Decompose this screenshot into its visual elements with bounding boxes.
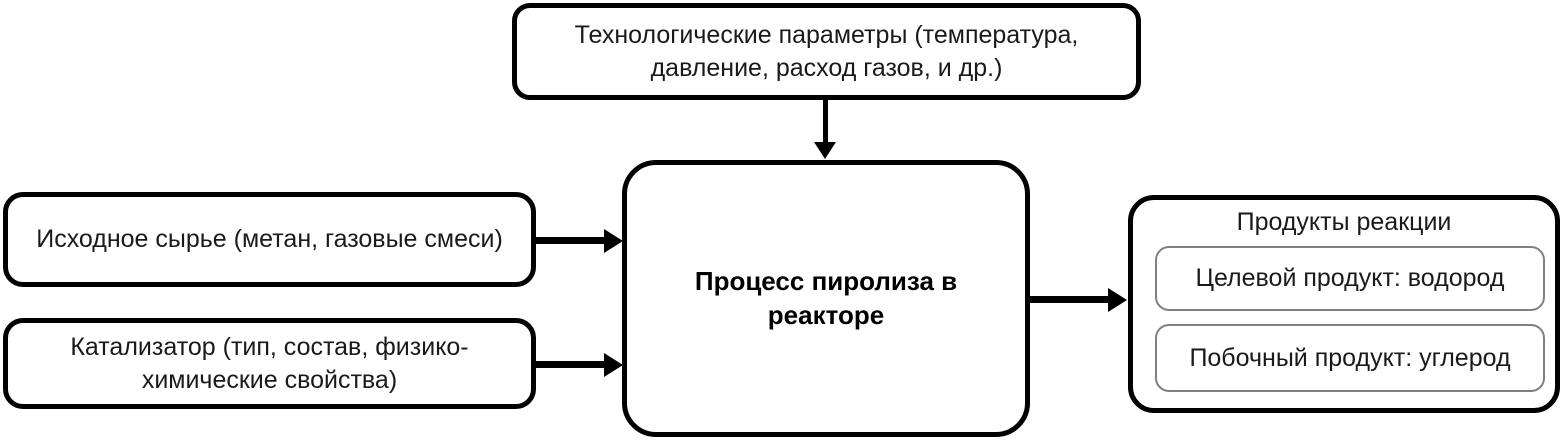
subnode-target-product-label: Целевой продукт: водород (1195, 264, 1505, 292)
node-pyrolysis-process-label: Процесс пиролиза в реакторе (694, 265, 958, 330)
node-process-parameters-label: Технологические параметры (температура, … (574, 21, 1079, 82)
arrow-right-icon (604, 353, 623, 377)
subnode-target-product[interactable]: Целевой продукт: водород (1155, 246, 1545, 311)
arrow-down-icon (814, 142, 836, 159)
node-feedstock-label: Исходное сырье (метан, газовые смеси) (36, 225, 503, 254)
connector-params-to-process-line (823, 100, 828, 144)
node-feedstock[interactable]: Исходное сырье (метан, газовые смеси) (3, 192, 536, 287)
connector-feedstock-to-process-line (536, 237, 606, 244)
node-catalyst-label: Катализатор (тип, состав, физико-химичес… (70, 333, 469, 394)
node-reaction-products[interactable]: Продукты реакции Целевой продукт: водоро… (1128, 195, 1560, 413)
node-pyrolysis-process[interactable]: Процесс пиролиза в реакторе (622, 160, 1030, 437)
subnode-byproduct-label: Побочный продукт: углерод (1189, 343, 1511, 372)
arrow-right-icon (1108, 288, 1127, 312)
subnode-byproduct[interactable]: Побочный продукт: углерод (1155, 324, 1545, 392)
arrow-right-icon (604, 229, 623, 253)
node-catalyst[interactable]: Катализатор (тип, состав, физико-химичес… (3, 318, 536, 409)
node-process-parameters[interactable]: Технологические параметры (температура, … (512, 3, 1141, 100)
connector-catalyst-to-process-line (536, 361, 606, 368)
connector-process-to-products-line (1030, 296, 1110, 303)
reaction-products-title: Продукты реакции (1236, 208, 1452, 236)
